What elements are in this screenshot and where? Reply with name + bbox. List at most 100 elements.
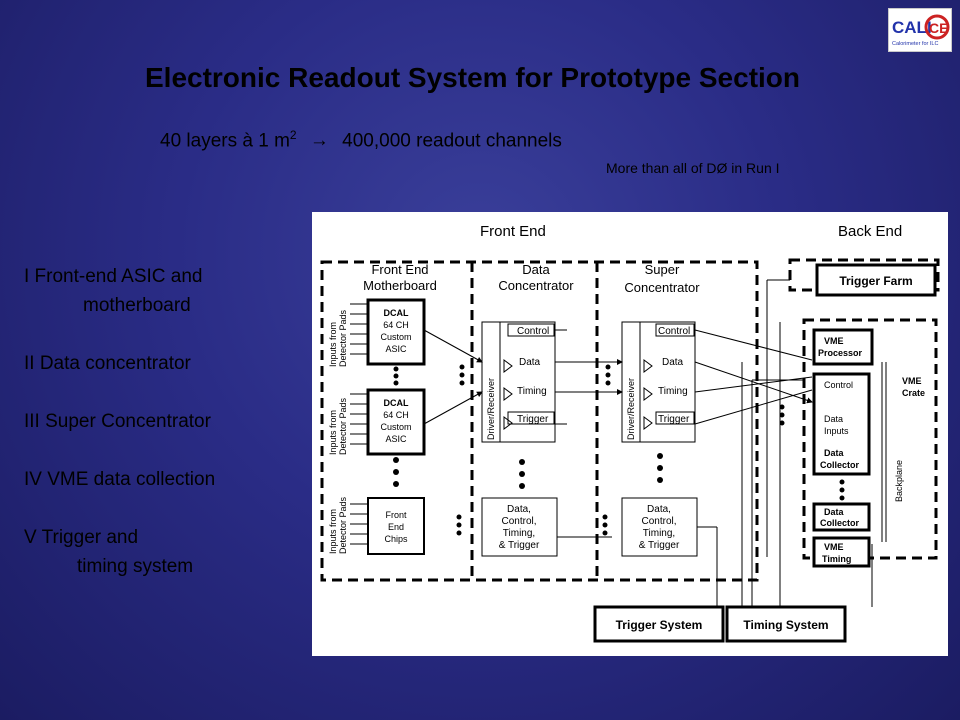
svg-text:Trigger Farm: Trigger Farm (839, 274, 912, 288)
col-frontend-1: Front End (371, 262, 428, 277)
svg-text:Timing: Timing (517, 386, 547, 397)
svg-text:Control,: Control, (641, 516, 676, 527)
svg-text:Front: Front (385, 510, 407, 520)
svg-text:Timing: Timing (822, 554, 851, 564)
list-item: II Data concentrator (24, 349, 309, 378)
svg-text:& Trigger: & Trigger (639, 540, 680, 551)
col-data-2: Concentrator (498, 278, 574, 293)
svg-text:Data: Data (824, 414, 843, 424)
ellipsis-dots (393, 364, 845, 536)
subtitle-prefix: 40 layers à 1 m (160, 130, 290, 152)
svg-text:End: End (388, 522, 404, 532)
vme-processor-box: VME Processor (812, 328, 874, 366)
svg-text:ASIC: ASIC (385, 344, 407, 354)
svg-text:& Trigger: & Trigger (499, 540, 540, 551)
trigger-system-box: Trigger System (593, 605, 725, 643)
subtitle-arrow: → (309, 130, 329, 152)
super-concentrator-unit: Driver/Receiver Control Data Timing Trig… (621, 321, 696, 443)
data-control-timing-trigger-box-2: Data, Control, Timing, & Trigger (621, 497, 698, 557)
svg-text:Data,: Data, (647, 504, 671, 515)
svg-text:Custom: Custom (380, 422, 411, 432)
list-item: III Super Concentrator (24, 407, 309, 436)
svg-text:Data,: Data, (507, 504, 531, 515)
svg-text:Inputs from: Inputs from (328, 322, 338, 367)
svg-text:Control: Control (517, 326, 549, 337)
readout-diagram: Front End Back End Front End Motherboard… (312, 212, 948, 656)
svg-text:ASIC: ASIC (385, 434, 407, 444)
svg-text:Control: Control (658, 326, 690, 337)
svg-text:Data: Data (519, 357, 541, 368)
svg-text:Chips: Chips (384, 534, 408, 544)
logo-tagline: Calorimeter for ILC (892, 41, 938, 47)
data-control-timing-trigger-box-1: Data, Control, Timing, & Trigger (481, 497, 558, 557)
svg-text:Custom: Custom (380, 332, 411, 342)
dcal-asic-mid: DCAL 64 CH Custom ASIC (366, 388, 426, 456)
svg-text:Detector Pads: Detector Pads (338, 309, 348, 367)
list-item-line: timing system (77, 556, 194, 577)
col-super-2: Concentrator (624, 280, 700, 295)
component-list: I Front-end ASIC and motherboard II Data… (24, 262, 309, 581)
inputs-label-bot: Inputs from Detector Pads (328, 496, 348, 554)
svg-text:VME: VME (824, 542, 844, 552)
col-data-1: Data (522, 262, 550, 277)
svg-text:Detector Pads: Detector Pads (338, 397, 348, 455)
svg-text:Collector: Collector (820, 460, 860, 470)
front-end-chips: Front End Chips (367, 497, 425, 555)
logo-text-a: CALI (892, 18, 932, 37)
svg-text:Detector Pads: Detector Pads (338, 496, 348, 554)
svg-text:Timing System: Timing System (743, 618, 828, 632)
svg-text:Trigger: Trigger (658, 414, 690, 425)
svg-text:Inputs from: Inputs from (328, 509, 338, 554)
backplane: Backplane (881, 362, 904, 542)
list-item-line: III Super Concentrator (24, 411, 211, 432)
col-super-1: Super (645, 262, 680, 277)
logo-text-b: CE (929, 20, 948, 36)
page-title: Electronic Readout System for Prototype … (144, 62, 801, 93)
svg-text:Crate: Crate (902, 388, 925, 398)
svg-text:Backplane: Backplane (894, 460, 904, 502)
svg-text:VME: VME (824, 336, 844, 346)
svg-text:Control,: Control, (501, 516, 536, 527)
svg-text:Inputs from: Inputs from (328, 410, 338, 455)
svg-text:Data: Data (824, 448, 845, 458)
list-item: V Trigger and timing system (24, 523, 309, 581)
vme-crate-label: VME Crate (902, 376, 925, 398)
svg-text:Timing,: Timing, (643, 528, 675, 539)
svg-text:Timing,: Timing, (503, 528, 535, 539)
svg-text:Collector: Collector (820, 518, 860, 528)
front-end-region (320, 260, 759, 582)
subnote: More than all of DØ in Run I (606, 160, 780, 176)
inputs-label-mid: Inputs from Detector Pads (328, 397, 348, 455)
svg-text:64 CH: 64 CH (383, 410, 409, 420)
svg-text:DCAL: DCAL (384, 308, 409, 318)
trigger-farm-box: Trigger Farm (815, 263, 937, 297)
vme-timing-box: VME Timing (812, 536, 871, 568)
subtitle-suffix: 400,000 readout channels (342, 130, 562, 152)
col-frontend-2: Motherboard (363, 278, 437, 293)
front-end-label: Front End (480, 223, 546, 240)
list-item-line: IV VME data collection (24, 469, 216, 490)
svg-text:VME: VME (902, 376, 922, 386)
data-collector-secondary: Data Collector (812, 502, 871, 532)
dcal-asic-top: DCAL 64 CH Custom ASIC (366, 298, 426, 366)
list-item-line: motherboard (83, 295, 191, 316)
svg-text:Control: Control (824, 380, 853, 390)
svg-text:Trigger: Trigger (517, 414, 549, 425)
data-collector-main: Control Data Inputs Data Collector (812, 372, 871, 476)
svg-text:Driver/Receiver: Driver/Receiver (626, 378, 636, 440)
svg-text:Driver/Receiver: Driver/Receiver (486, 378, 496, 440)
calice-logo: CALI CE Calorimeter for ILC (888, 8, 952, 52)
svg-text:Processor: Processor (818, 348, 863, 358)
timing-system-box: Timing System (725, 605, 847, 643)
list-item: I Front-end ASIC and motherboard (24, 262, 309, 320)
svg-text:Data: Data (662, 357, 684, 368)
subtitle-sup: 2 (289, 128, 297, 142)
svg-text:Trigger System: Trigger System (616, 618, 703, 632)
back-end-label: Back End (838, 223, 902, 240)
svg-text:Data: Data (824, 507, 845, 517)
inputs-label-top: Inputs from Detector Pads (328, 309, 348, 367)
svg-text:DCAL: DCAL (384, 398, 409, 408)
data-concentrator-unit: Driver/Receiver Control Data Timing Trig… (481, 321, 567, 443)
svg-text:Timing: Timing (658, 386, 688, 397)
list-item-line: V Trigger and (24, 527, 139, 548)
